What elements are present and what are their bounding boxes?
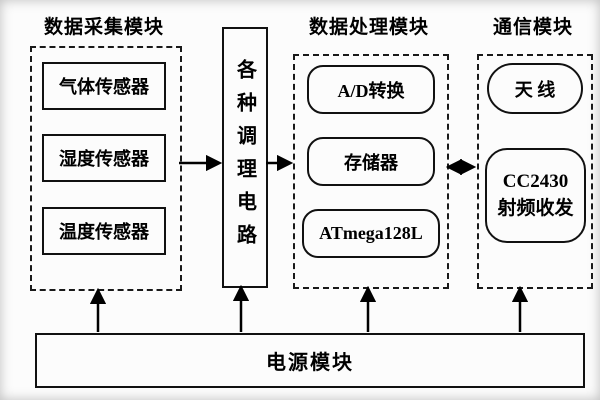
module-title-processing: 数据处理模块: [308, 17, 429, 38]
gas-sensor-box: 气体传感器: [42, 62, 166, 110]
communication-module-box: [477, 54, 593, 289]
conditioning-circuit-label: 各种调理电路: [233, 58, 256, 257]
temperature-sensor-box: 温度传感器: [42, 207, 166, 255]
cc2430-transceiver-line1: CC2430: [502, 170, 569, 192]
module-title-communication: 通信模块: [492, 17, 573, 38]
cc2430-transceiver-box: CC2430 射频收发: [485, 148, 586, 243]
conditioning-circuit-box: 各种调理电路: [222, 27, 268, 288]
antenna-box: 天 线: [487, 63, 583, 114]
memory-box: 存储器: [307, 137, 435, 186]
ad-converter-box: A/D转换: [307, 65, 435, 114]
module-title-acquisition: 数据采集模块: [43, 17, 164, 38]
power-module-label: 电源模块: [266, 352, 354, 374]
atmega128l-box: ATmega128L: [302, 209, 440, 258]
cc2430-transceiver-line2: 射频收发: [497, 197, 574, 219]
humidity-sensor-box: 湿度传感器: [42, 134, 166, 182]
power-module-box: 电源模块: [35, 333, 585, 388]
